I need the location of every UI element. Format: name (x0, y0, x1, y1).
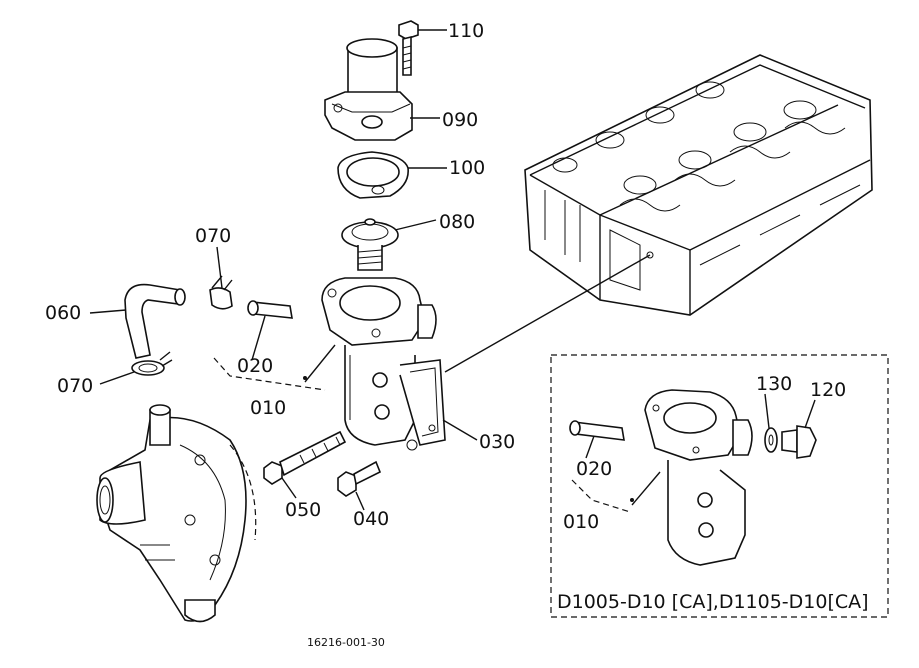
label-010-inset: 010 (563, 511, 599, 533)
clip-070-upper (209, 275, 233, 310)
water-pump (96, 404, 257, 623)
dot-markers (303, 376, 634, 502)
clip-070-lower (131, 351, 173, 376)
figure-number: 16216-001-30 (307, 636, 385, 649)
engine-block (524, 54, 873, 316)
label-100: 100 (449, 157, 485, 179)
label-060: 060 (45, 302, 81, 324)
label-120: 120 (810, 379, 846, 401)
leader-lines (89, 29, 651, 511)
bolt-040 (337, 460, 382, 497)
inset-model-title: D1005-D10 [CA],D1105-D10[CA] (557, 591, 869, 613)
bolt-050 (263, 430, 347, 485)
label-020-inset: 020 (576, 458, 612, 480)
gasket-100 (337, 151, 409, 199)
label-010: 010 (250, 397, 286, 419)
thermostat-080 (341, 218, 399, 271)
thermostat-cover-090 (324, 38, 413, 141)
label-030: 030 (479, 431, 515, 453)
pipe-020 (247, 300, 293, 319)
label-020: 020 (237, 355, 273, 377)
flange-010 (321, 277, 437, 451)
label-080: 080 (439, 211, 475, 233)
label-090: 090 (442, 109, 478, 131)
label-050: 050 (285, 499, 321, 521)
label-070-upper: 070 (195, 225, 231, 247)
label-070-lower: 070 (57, 375, 93, 397)
bolt-110 (398, 20, 419, 76)
label-040: 040 (353, 508, 389, 530)
label-110: 110 (448, 20, 484, 42)
gasket-030 (399, 359, 446, 446)
inset-box (550, 354, 889, 618)
hose-060 (124, 283, 186, 359)
part-labels: 110 090 100 080 070 060 070 020 010 030 … (45, 20, 869, 649)
label-130: 130 (756, 373, 792, 395)
